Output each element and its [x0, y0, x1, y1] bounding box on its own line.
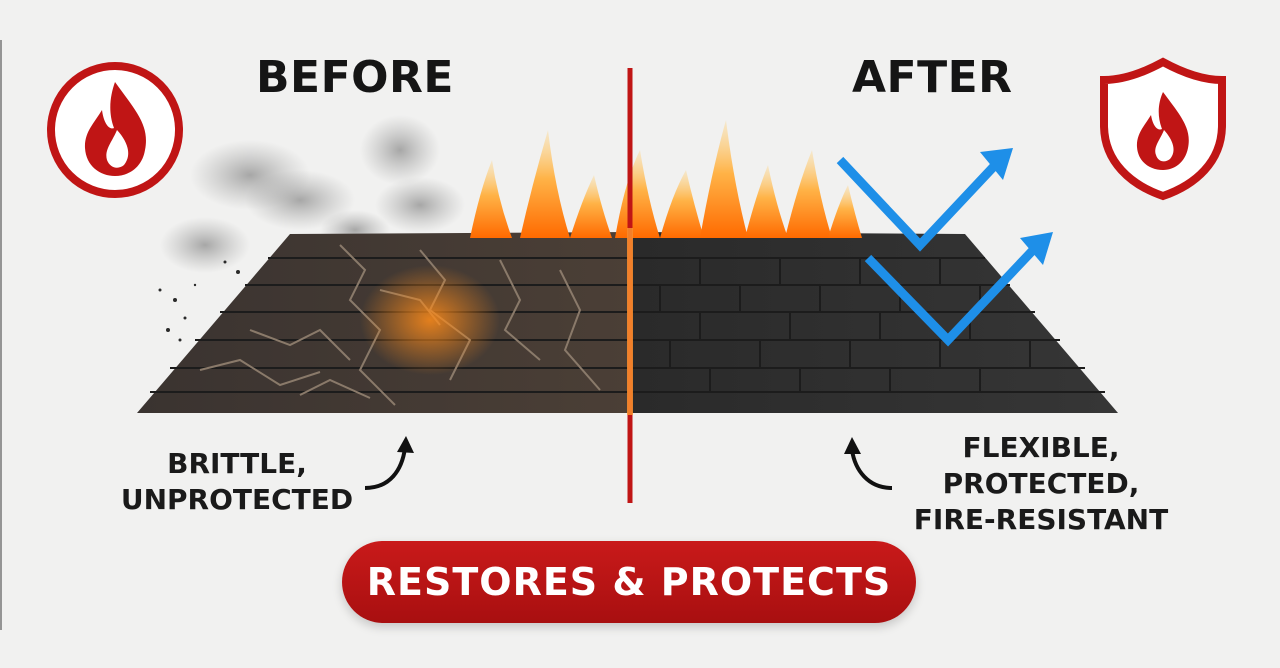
shingle-joints — [659, 258, 1031, 392]
flame-shield-icon — [1100, 57, 1226, 201]
arrow-heads — [980, 148, 1053, 265]
caption-flexible-line2: PROTECTED, — [942, 467, 1140, 500]
banner-text: RESTORES & PROTECTS — [366, 560, 892, 604]
after-heading: AFTER — [852, 52, 1013, 103]
left-edge-line — [0, 40, 2, 630]
caption-brittle: BRITTLE, UNPROTECTED — [112, 446, 362, 518]
flames — [470, 120, 862, 238]
restores-protects-banner: RESTORES & PROTECTS — [342, 541, 916, 623]
flame-circle-icon — [47, 62, 183, 198]
caption-flexible-line1: FLEXIBLE, — [962, 431, 1120, 464]
caption-flexible-line3: FIRE-RESISTANT — [913, 503, 1169, 536]
before-heading: BEFORE — [256, 52, 454, 103]
debris — [158, 260, 240, 342]
curved-arrow-left — [364, 436, 414, 490]
curved-arrow-right — [844, 437, 893, 490]
check-arrow-icon — [836, 156, 1039, 347]
caption-brittle-line1: BRITTLE, — [167, 447, 307, 480]
ember-glow — [360, 265, 500, 375]
caption-flexible: FLEXIBLE, PROTECTED, FIRE-RESISTANT — [896, 430, 1186, 538]
caption-brittle-line2: UNPROTECTED — [120, 483, 354, 516]
